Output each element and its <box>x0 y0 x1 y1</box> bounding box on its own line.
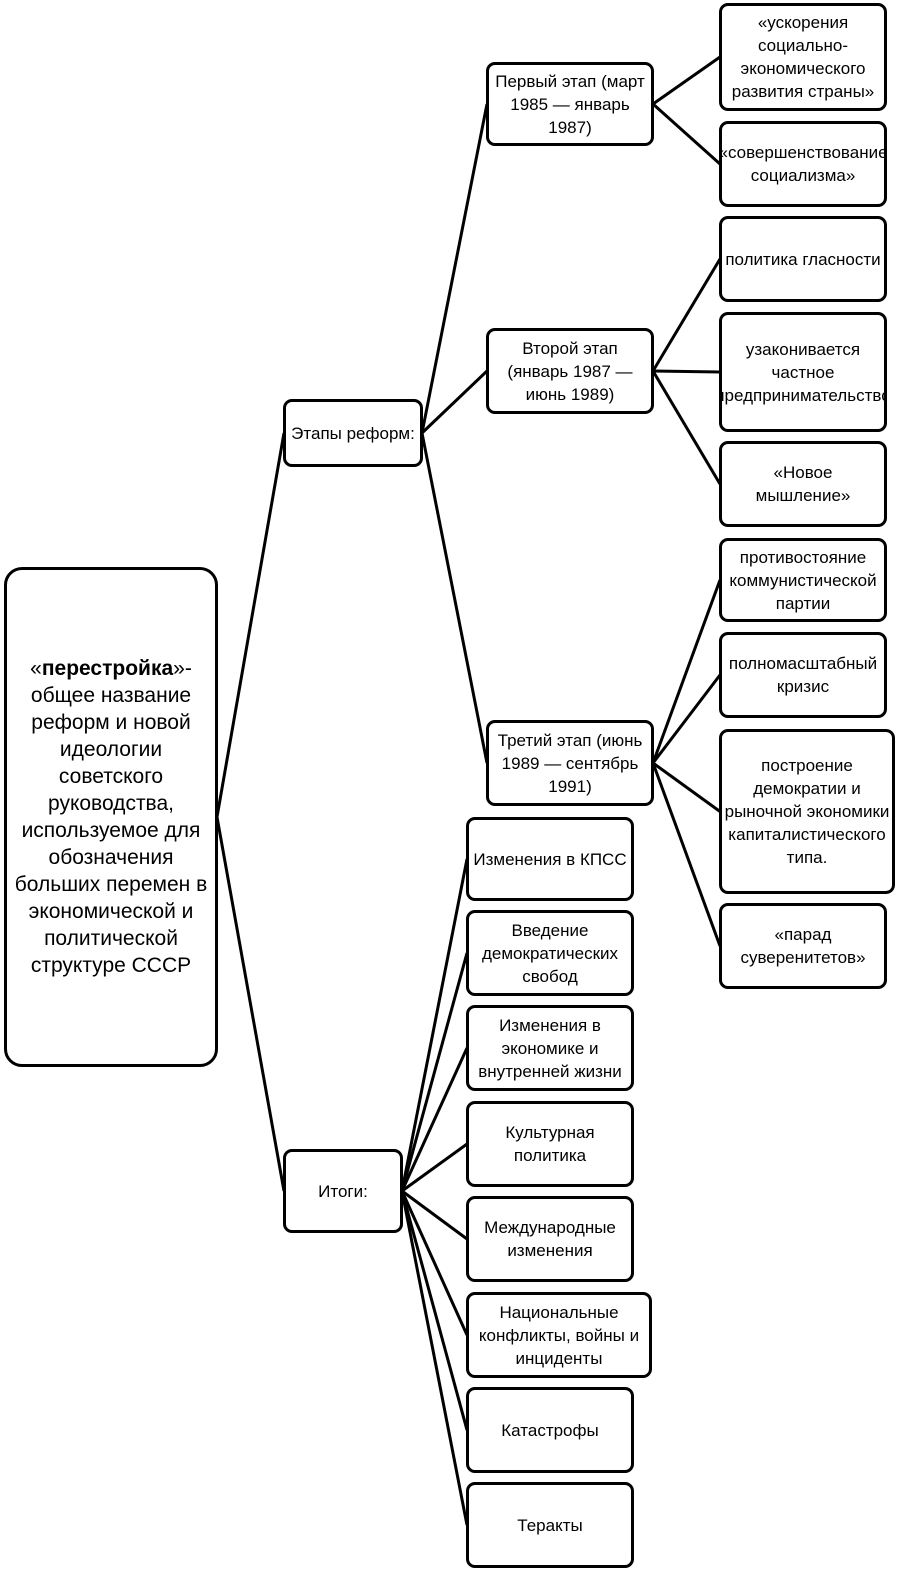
connector-line <box>651 762 722 947</box>
stages-node: Этапы реформ: <box>283 399 423 467</box>
stage-1-node: Первый этап (март 1985 — январь 1987) <box>486 62 654 146</box>
stage-item: «парад суверенитетов» <box>719 903 887 989</box>
result-item: Катастрофы <box>466 1387 634 1473</box>
stage-label: Второй этап (январь 1987 — июнь 1989) <box>507 338 633 404</box>
results-node: Итоги: <box>283 1149 403 1233</box>
stage-item: построение демократии и рыночной экономи… <box>719 729 895 894</box>
connector-line <box>400 952 469 1192</box>
stage-item: «Новое мышление» <box>719 441 887 527</box>
connector-line <box>400 1190 469 1431</box>
stage-item: узаконивается частное предпринимательств… <box>719 312 887 432</box>
root-keyword: перестройка <box>41 657 174 680</box>
stage-item: «ускорения социально-экономического разв… <box>719 3 887 111</box>
stage-item: полномасштабный кризис <box>719 632 887 718</box>
connector-line <box>420 369 489 435</box>
stage-3-node: Третий этап (июнь 1989 — сентябрь 1991) <box>486 720 654 806</box>
connector-line <box>400 858 469 1192</box>
stages-label: Этапы реформ: <box>291 423 415 443</box>
connector-line <box>651 674 722 764</box>
stage-item: политика гласности <box>719 216 887 302</box>
root-node: «перестройка»- общее название реформ и н… <box>4 567 218 1067</box>
root-text: «перестройка»- общее название реформ и н… <box>14 657 208 977</box>
result-item: Введение демократических свобод <box>466 910 634 996</box>
connector-line <box>652 761 721 813</box>
connector-line <box>400 1190 469 1526</box>
stage-item: «совершенствование социализма» <box>719 121 887 207</box>
connector-line <box>651 102 722 166</box>
connector-line <box>215 432 286 818</box>
stage-label: Первый этап (март 1985 — январь 1987) <box>495 71 645 137</box>
result-item: Культурная политика <box>466 1101 634 1187</box>
connector-line <box>652 369 721 374</box>
connector-line <box>401 1142 468 1193</box>
connector-line <box>420 103 489 434</box>
stage-label: Третий этап (июнь 1989 — сентябрь 1991) <box>497 730 643 796</box>
result-item: Изменения в КПСС <box>466 817 634 901</box>
stage-2-node: Второй этап (январь 1987 — июнь 1989) <box>486 328 654 414</box>
stage-item: противостояние коммунистической партии <box>719 538 887 622</box>
result-item: Изменения в экономике и внутренней жизни <box>466 1005 634 1091</box>
result-item: Теракты <box>466 1482 634 1568</box>
result-item: Международные изменения <box>466 1196 634 1282</box>
connector-line <box>652 55 721 106</box>
connector-line <box>215 816 286 1192</box>
result-item: Национальные конфликты, войны и инцидент… <box>466 1292 652 1378</box>
connector-line <box>651 579 722 764</box>
connector-line <box>420 432 489 764</box>
connector-line <box>651 370 722 485</box>
results-label: Итоги: <box>318 1181 368 1201</box>
connector-line <box>400 1190 469 1336</box>
connector-line <box>401 1189 468 1241</box>
connector-line <box>400 1047 469 1192</box>
connector-line <box>651 258 722 372</box>
